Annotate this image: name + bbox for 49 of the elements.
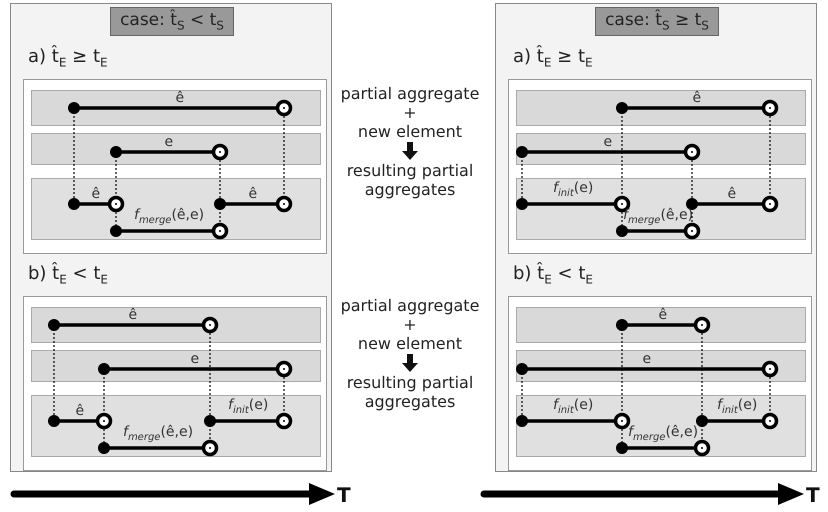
interval-label: f$_{init}$(e) [228, 397, 268, 418]
interval-label: f$_{init}$(e) [553, 397, 594, 418]
plus-sign: + [402, 315, 418, 334]
interval-label: e [164, 134, 174, 150]
result-row [516, 178, 806, 240]
interval-label: e [604, 134, 612, 150]
input-row [31, 90, 321, 126]
annotation-text: partial aggregate [340, 84, 480, 103]
input-row [516, 307, 806, 343]
interval-label: ê [176, 90, 184, 106]
input-row [31, 307, 321, 343]
interval-label: f$_{init}$(e) [717, 397, 758, 418]
interval-label: ê [76, 403, 84, 419]
interval-label: e [642, 351, 652, 367]
scenario-heading: a) t̂$_{E}$ ≥ t$_{E}$ [513, 46, 593, 70]
annotation-text: resulting partial aggregates [346, 373, 474, 411]
interval-label: f$_{merge}$(ê,e) [628, 424, 698, 445]
interval-label: e [190, 351, 200, 367]
scenario-heading: b) t̂$_{E}$ < t$_{E}$ [513, 263, 594, 287]
scenario-heading: b) t̂$_{E}$ < t$_{E}$ [28, 263, 108, 287]
result-row [31, 178, 321, 240]
interval-label: ê [692, 90, 702, 106]
result-row [516, 395, 806, 457]
annotation-text: new element [356, 334, 464, 353]
plus-sign: + [402, 103, 418, 122]
axis-label: T [337, 483, 351, 507]
interval-label: f$_{init}$(e) [553, 180, 594, 201]
case-panel [10, 3, 332, 472]
annotation-text: partial aggregate [340, 296, 480, 315]
scenario-heading: a) t̂$_{E}$ ≥ t$_{E}$ [28, 46, 108, 70]
result-row [31, 395, 321, 457]
case-header: case: t̂$_{S}$ ≥ t$_{S}$ [595, 7, 719, 36]
axis-label: T [806, 483, 820, 507]
annotation-text: resulting partial aggregates [346, 161, 474, 199]
annotation-text: new element [356, 122, 464, 141]
interval-label: ê [92, 186, 100, 202]
interval-label: ê [728, 186, 736, 202]
case-header: case: t̂$_{S}$ < t$_{S}$ [110, 7, 234, 36]
interval-label: ê [248, 186, 258, 202]
input-row [516, 133, 806, 165]
interval-label: f$_{merge}$(ê,e) [134, 207, 204, 228]
input-row [516, 90, 806, 126]
interval-label: ê [658, 307, 668, 323]
input-row [31, 350, 321, 382]
case-panel [495, 3, 817, 472]
interval-label: f$_{merge}$(ê,e) [123, 424, 194, 445]
interval-label: ê [128, 307, 138, 323]
interval-label: f$_{merge}$(ê,e) [623, 207, 694, 228]
input-row [31, 133, 321, 165]
